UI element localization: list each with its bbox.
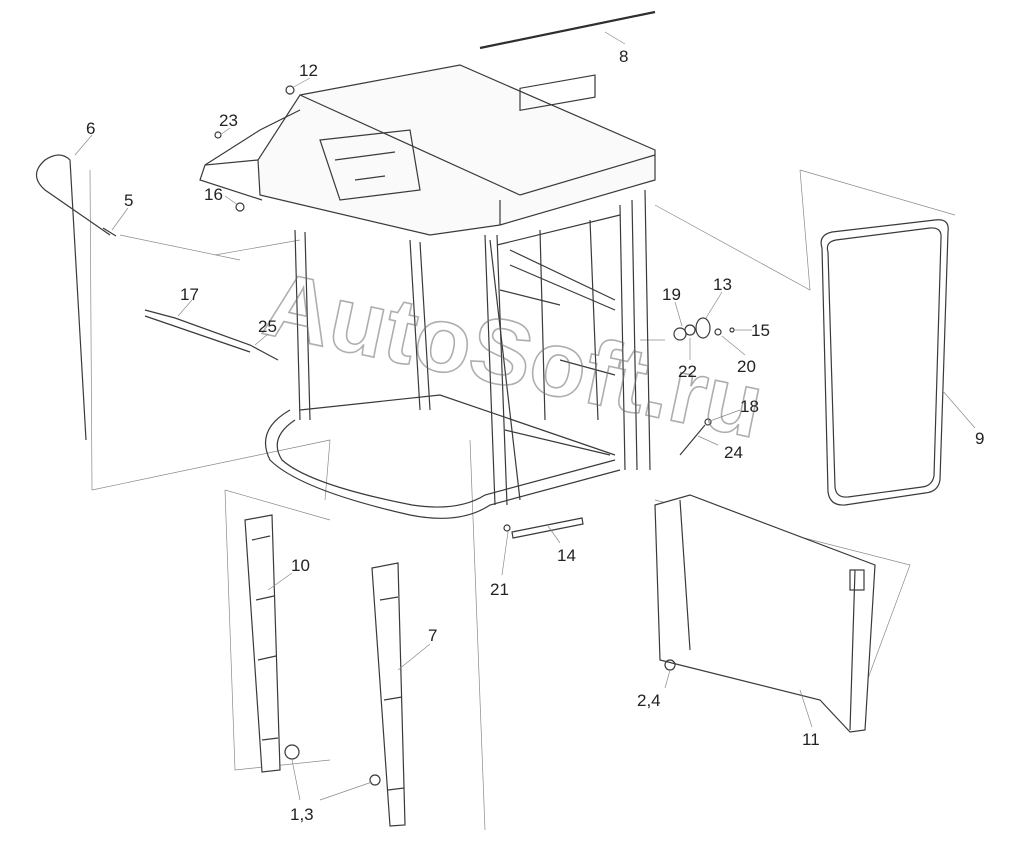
callout-23: 23 bbox=[219, 111, 238, 130]
callout-24: 24 bbox=[724, 443, 743, 462]
callout-6: 6 bbox=[86, 119, 95, 138]
callout-2-4: 2,4 bbox=[637, 691, 661, 710]
part-14-strip bbox=[503, 517, 584, 539]
callout-21: 21 bbox=[490, 580, 509, 599]
callout-10: 10 bbox=[291, 556, 310, 575]
part-15-screw bbox=[729, 327, 735, 333]
part-12-bolt bbox=[285, 85, 295, 95]
assembly-guide-lines bbox=[89, 169, 956, 831]
callout-12: 12 bbox=[299, 61, 318, 80]
part-20-nut bbox=[714, 328, 722, 336]
part-17-bar bbox=[144, 309, 279, 361]
callout-20: 20 bbox=[737, 357, 756, 376]
callout-25: 25 bbox=[258, 317, 277, 336]
part-23-nut bbox=[214, 131, 222, 139]
part-19-washer bbox=[673, 327, 687, 341]
part-11-side-panel bbox=[654, 494, 876, 733]
part-16-bolt bbox=[235, 202, 245, 212]
callout-13: 13 bbox=[713, 275, 732, 294]
callout-19: 19 bbox=[662, 285, 681, 304]
part-7-pillar-trim bbox=[284, 562, 406, 827]
part-22-ring bbox=[684, 324, 696, 336]
callout-9: 9 bbox=[975, 429, 984, 448]
callout-15: 15 bbox=[751, 321, 770, 340]
callout-1-3: 1,3 bbox=[290, 805, 314, 824]
part-8-seal-strip bbox=[479, 10, 656, 50]
callout-22: 22 bbox=[678, 362, 697, 381]
cab-floor-ring bbox=[264, 394, 621, 519]
callout-5: 5 bbox=[124, 191, 133, 210]
part-18-clip bbox=[704, 418, 712, 426]
part-10-pillar-trim bbox=[244, 514, 281, 773]
callout-18: 18 bbox=[740, 397, 759, 416]
callout-16: 16 bbox=[204, 185, 223, 204]
cab-roof bbox=[199, 64, 656, 236]
part-13-bracket bbox=[695, 317, 711, 339]
part-6-rod bbox=[35, 154, 117, 441]
callout-leaders bbox=[74, 31, 976, 801]
cab-frame bbox=[294, 189, 651, 506]
callout-11: 11 bbox=[802, 730, 820, 749]
small-hardware bbox=[144, 85, 735, 456]
callout-7: 7 bbox=[428, 626, 437, 645]
part-9-window bbox=[820, 219, 949, 506]
watermark-text: AutoSoft.ru bbox=[256, 253, 772, 458]
part-24-rod bbox=[679, 424, 706, 456]
callout-14: 14 bbox=[557, 546, 576, 565]
callout-8: 8 bbox=[619, 47, 628, 66]
callout-17: 17 bbox=[180, 285, 199, 304]
callout-labels: 12 8 6 23 16 5 17 25 19 13 15 22 20 18 2… bbox=[86, 47, 984, 824]
